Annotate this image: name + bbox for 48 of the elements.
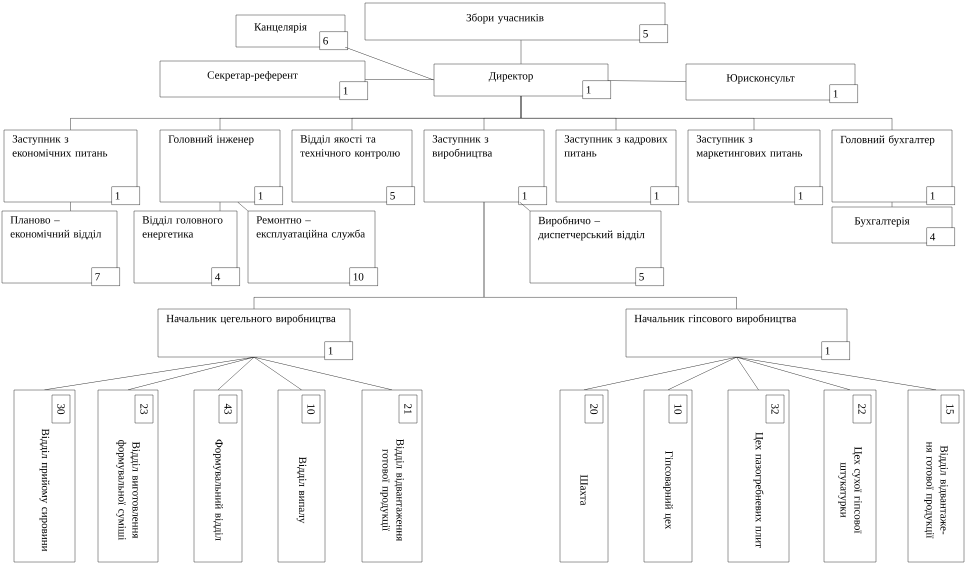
count-box: 22: [852, 394, 872, 424]
connector-line: [254, 357, 302, 390]
count-box: 1: [112, 186, 140, 205]
count-box: 5: [640, 24, 668, 43]
count-box: 43: [218, 394, 238, 424]
count-box: 1: [518, 186, 547, 205]
count-box: 7: [92, 268, 120, 286]
connector-line: [736, 357, 936, 390]
connector-line: [365, 79, 434, 80]
count-box: 1: [830, 84, 858, 103]
connector-line: [218, 357, 254, 390]
count-box: 1: [324, 342, 353, 360]
count-box: 1: [340, 82, 368, 100]
count-box: 5: [386, 186, 415, 205]
connector-line: [484, 202, 737, 309]
connector-line: [238, 202, 248, 211]
count-box: 1: [926, 186, 955, 205]
count-box: 4: [212, 268, 240, 286]
connector-line: [520, 202, 530, 211]
count-box: 30: [52, 394, 70, 424]
count-box: 23: [134, 394, 154, 424]
count-box: 15: [940, 394, 960, 424]
connector-line: [70, 202, 71, 211]
connector-line: [128, 357, 254, 390]
count-box: 5: [636, 268, 664, 286]
connector-line: [736, 357, 850, 390]
count-box: 32: [766, 394, 784, 424]
connector-line: [44, 357, 254, 390]
connector-line: [520, 40, 522, 64]
connector-line: [608, 80, 686, 82]
count-box: 1: [822, 342, 850, 360]
count-box: 1: [582, 80, 611, 99]
connector-line: [520, 96, 892, 130]
connector-line: [345, 47, 434, 80]
count-box: 10: [668, 394, 688, 424]
count-box: 20: [584, 394, 604, 424]
count-box: 1: [650, 186, 679, 205]
count-box: 10: [302, 394, 320, 424]
count-box: 10: [350, 268, 378, 286]
count-box: 1: [254, 186, 283, 205]
connector-line: [668, 357, 737, 390]
count-box: 6: [320, 32, 348, 50]
connector-line: [736, 357, 759, 390]
connector-line: [254, 357, 392, 390]
count-box: 21: [398, 394, 418, 424]
count-box: 4: [926, 228, 955, 246]
connector-line: [584, 357, 737, 390]
count-box: 1: [794, 186, 823, 205]
